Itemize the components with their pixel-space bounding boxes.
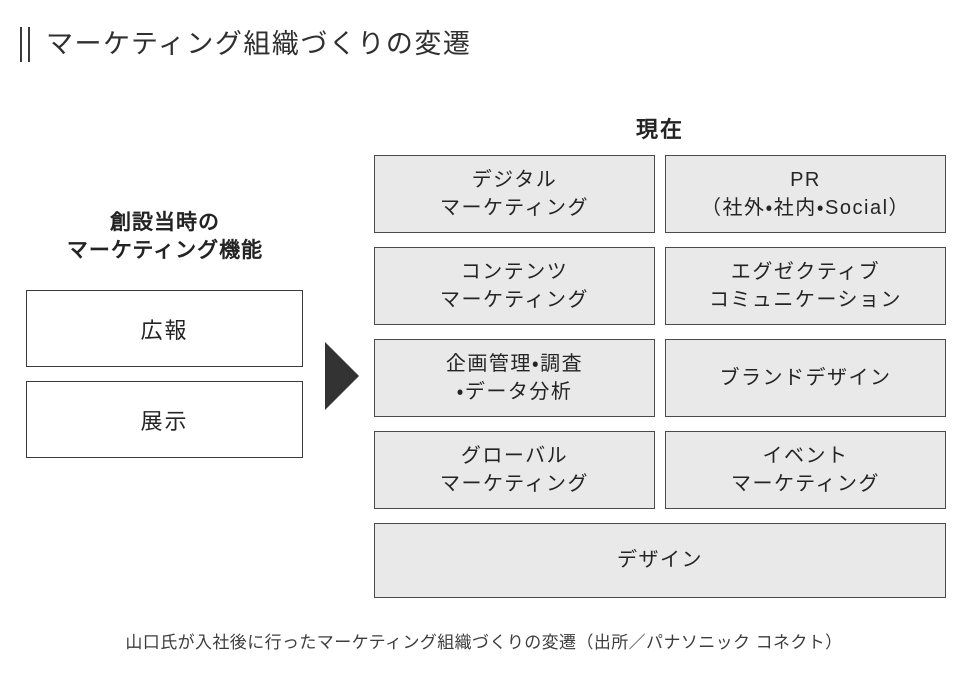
legacy-heading-line-1: 創設当時の [110, 211, 220, 234]
legacy-function-label: 広報 [140, 317, 189, 343]
legacy-section-heading: 創設当時の マーケティング機能 [26, 209, 304, 264]
function-cell-planning-research-data-analysis[interactable]: 企画管理・調査 ・データ分析 [374, 339, 655, 417]
double-vertical-bar-icon [20, 26, 30, 62]
function-cell-brand-design[interactable]: ブランドデザイン [665, 339, 946, 417]
function-cell-line-2: （社外・社内・Social） [700, 197, 911, 219]
function-cell-line-1: デジタル [471, 168, 558, 191]
function-cell-global-marketing[interactable]: グローバル マーケティング [374, 431, 655, 509]
grid-row: コンテンツ マーケティング エグゼクティブ コミュニケーション [374, 247, 946, 325]
function-cell-line-1: 企画管理・調査 [445, 352, 584, 375]
grid-row: デザイン [374, 523, 946, 598]
legacy-heading-line-2: マーケティング機能 [66, 238, 264, 262]
function-cell-line-2: マーケティング [440, 473, 589, 495]
function-cell-line-1: PR [790, 168, 821, 191]
current-functions-grid: デジタル マーケティング PR （社外・社内・Social） コンテンツ マーケ… [374, 155, 946, 612]
function-cell-line-1: エグゼクティブ [730, 260, 881, 283]
right-triangle-arrow-icon [325, 342, 359, 410]
function-cell-line-1: デザイン [617, 549, 703, 572]
function-cell-line-2: マーケティング [731, 473, 880, 495]
legacy-function-box-tenji[interactable]: 展示 [26, 381, 303, 458]
legacy-function-box-koho[interactable]: 広報 [26, 290, 303, 367]
function-cell-line-2: マーケティング [440, 197, 589, 219]
function-cell-digital-marketing[interactable]: デジタル マーケティング [374, 155, 655, 233]
function-cell-event-marketing[interactable]: イベント マーケティング [665, 431, 946, 509]
function-cell-line-2: ・データ分析 [456, 381, 573, 403]
grid-row: 企画管理・調査 ・データ分析 ブランドデザイン [374, 339, 946, 417]
function-cell-executive-communication[interactable]: エグゼクティブ コミュニケーション [665, 247, 946, 325]
function-cell-content-marketing[interactable]: コンテンツ マーケティング [374, 247, 655, 325]
page-header: マーケティング組織づくりの変遷 [20, 26, 471, 62]
function-cell-line-2: マーケティング [440, 289, 589, 311]
function-cell-design[interactable]: デザイン [374, 523, 946, 598]
legacy-function-label: 展示 [140, 408, 189, 434]
function-cell-line-1: イベント [762, 444, 849, 467]
grid-row: デジタル マーケティング PR （社外・社内・Social） [374, 155, 946, 233]
function-cell-pr[interactable]: PR （社外・社内・Social） [665, 155, 946, 233]
current-section-heading: 現在 [635, 117, 684, 142]
function-cell-line-2: コミュニケーション [708, 289, 903, 311]
figure-caption: 山口氏が入社後に行ったマーケティング組織づくりの変遷（出所／パナソニック コネク… [125, 633, 843, 652]
function-cell-line-1: ブランドデザイン [719, 366, 892, 389]
function-cell-line-1: コンテンツ [460, 260, 569, 283]
function-cell-line-1: グローバル [460, 444, 569, 467]
grid-row: グローバル マーケティング イベント マーケティング [374, 431, 946, 509]
page-title: マーケティング組織づくりの変遷 [46, 28, 472, 59]
